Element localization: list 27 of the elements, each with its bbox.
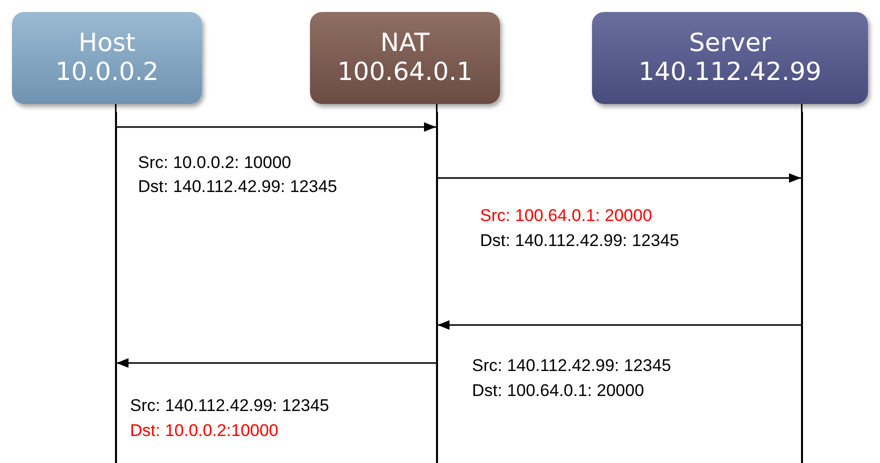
packet-address: Src: 10.0.0.2: 10000 <box>138 153 292 174</box>
participant-box <box>12 12 202 104</box>
message-arrow <box>116 358 436 368</box>
lifeline <box>436 112 438 463</box>
participant-name: Host <box>78 29 136 58</box>
message-arrow <box>116 122 436 132</box>
packet-address: Dst: 100.64.0.1: 20000 <box>472 381 644 402</box>
packet-address: Dst: 140.112.42.99: 12345 <box>138 177 338 198</box>
packet-address: Src: 100.64.0.1: 20000 <box>480 206 652 226</box>
lifeline-connector <box>115 104 116 112</box>
packet-address: Src: 140.112.42.99: 12345 <box>130 396 330 416</box>
message-arrow <box>438 173 801 183</box>
lifeline-connector <box>801 104 802 112</box>
packet-address: Dst: 140.112.42.99: 12345 <box>480 231 680 252</box>
participant-box <box>310 12 500 104</box>
participant-name: NAT <box>379 29 431 58</box>
ip-address: 10.0.0.2 <box>54 58 160 87</box>
lifeline <box>115 112 116 463</box>
message-arrow <box>438 320 801 330</box>
lifeline-connector <box>436 104 438 112</box>
ip-address: 100.64.0.1 <box>336 58 474 87</box>
participant-box <box>592 12 868 104</box>
packet-address: Src: 140.112.42.99: 12345 <box>472 356 672 376</box>
ip-address: 140.112.42.99 <box>638 58 822 87</box>
participant-name: Server <box>688 29 772 58</box>
lifeline <box>801 112 802 463</box>
packet-address: Dst: 10.0.0.2:10000 <box>130 421 278 442</box>
